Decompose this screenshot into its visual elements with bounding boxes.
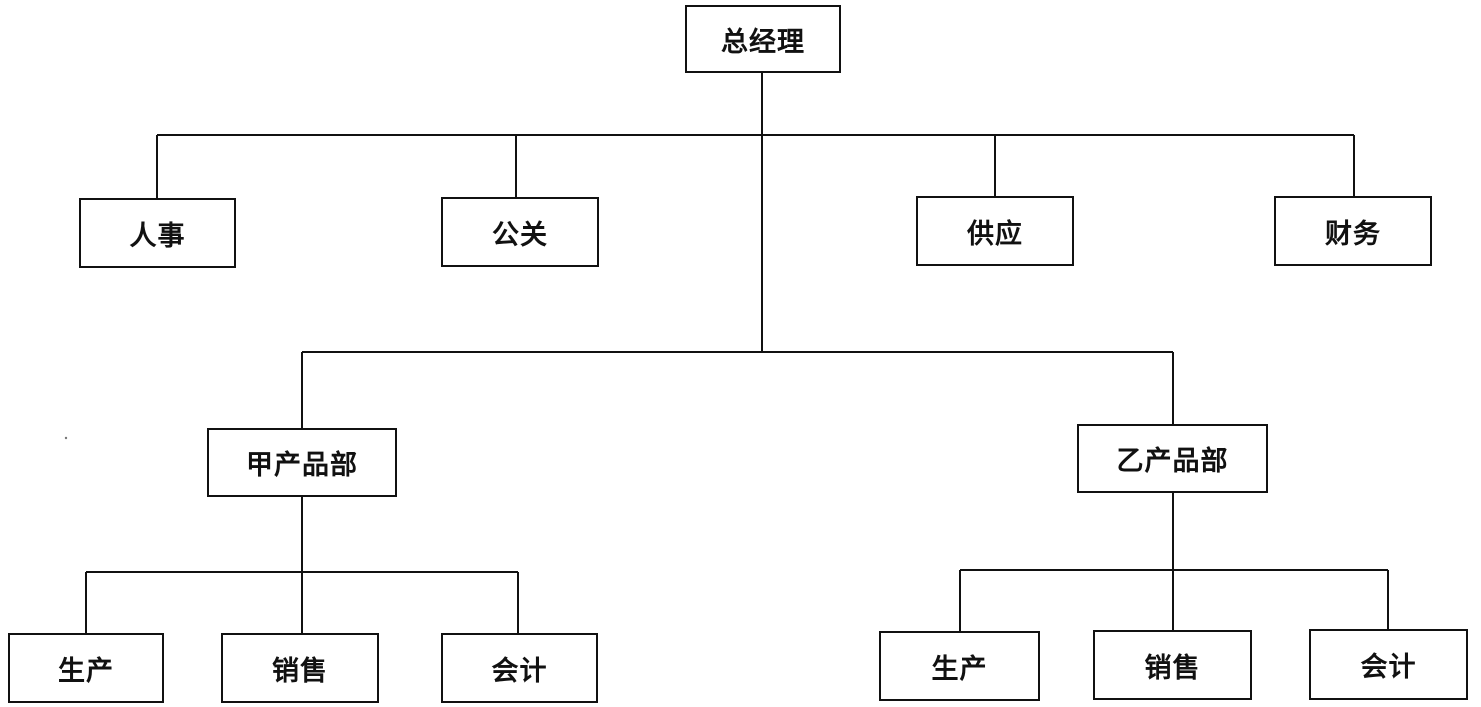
unit-box: 销售 [1093,630,1252,700]
general-manager-box: 总经理 [685,5,841,73]
scan-speck [64,436,68,440]
functional-dept-box: 公关 [441,197,599,267]
unit-box: 销售 [221,633,379,703]
product-division-box: 甲产品部 [207,428,397,497]
unit-box: 生产 [8,633,164,703]
unit-box: 生产 [879,631,1040,701]
product-division-box: 乙产品部 [1077,424,1268,493]
functional-dept-box: 供应 [916,196,1074,266]
unit-box: 会计 [441,633,598,703]
unit-box: 会计 [1309,629,1468,700]
functional-dept-box: 人事 [79,198,236,268]
functional-dept-box: 财务 [1274,196,1432,266]
